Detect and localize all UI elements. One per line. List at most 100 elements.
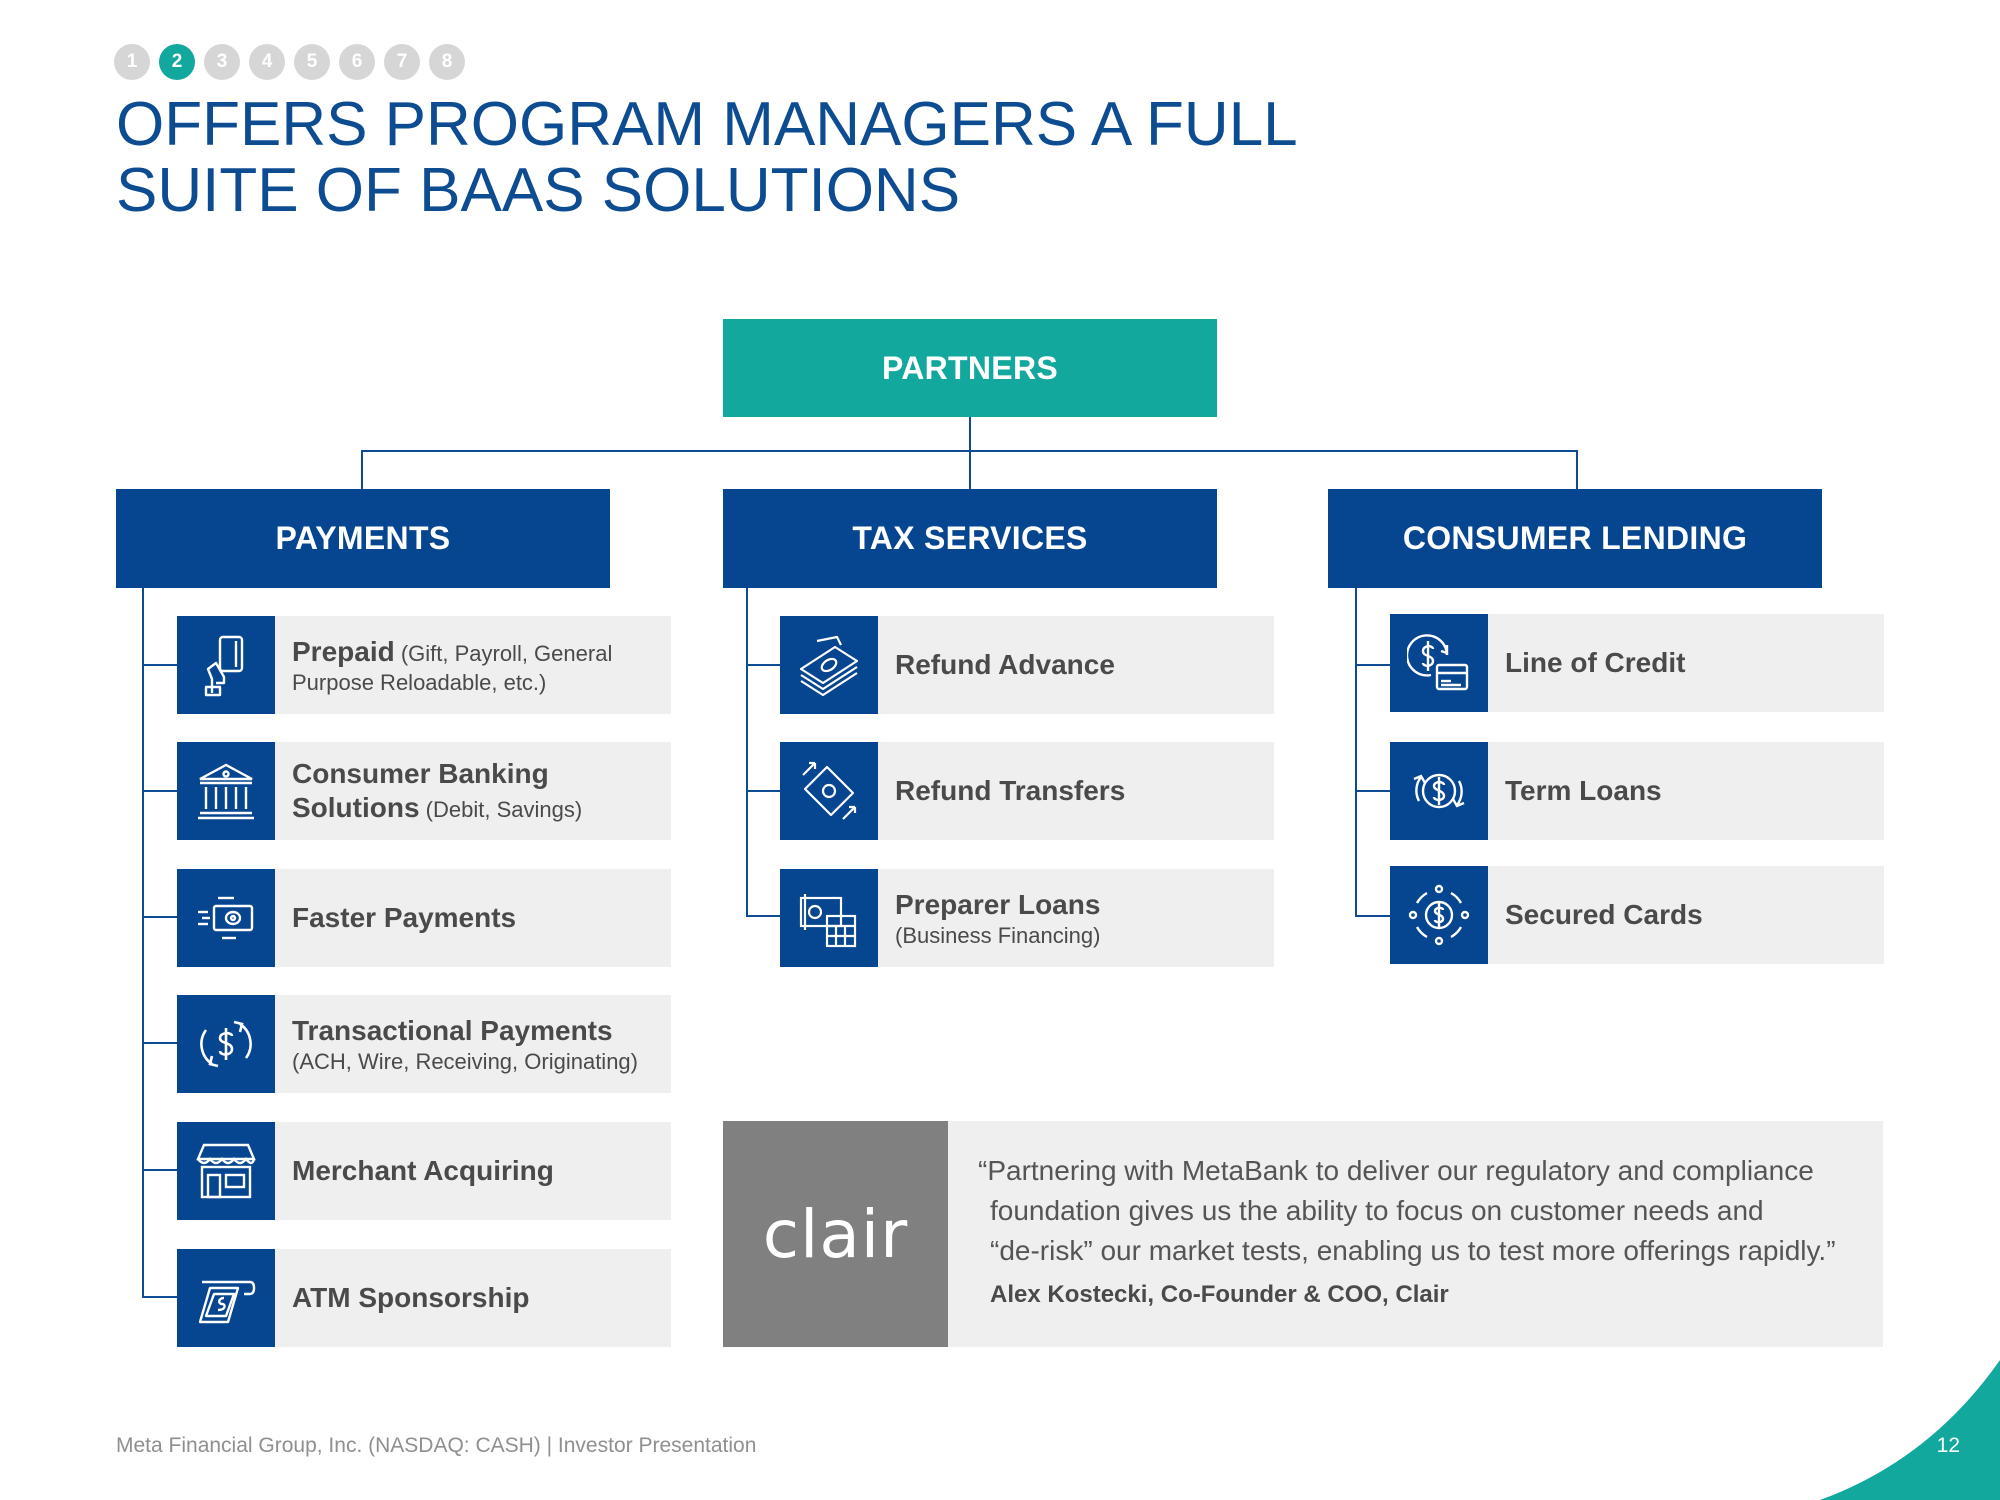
tax-branch (746, 790, 780, 792)
payments-item-merchant-acquiring: Merchant Acquiring (177, 1122, 671, 1220)
item-label: Transactional Payments (292, 1014, 613, 1046)
lending-branch (1355, 915, 1390, 917)
dollar-refresh-icon (1390, 742, 1488, 840)
quote-author: Alex Kostecki, Co-Founder & COO, Clair (990, 1281, 1449, 1308)
cash-stack-icon (780, 616, 878, 714)
item-label: Prepaid (292, 635, 395, 667)
partners-header: PARTNERS (723, 319, 1217, 417)
item-label: Secured Cards (1505, 899, 1703, 930)
payments-item-consumer-banking: Consumer Banking Solutions (Debit, Savin… (177, 742, 671, 840)
payments-header: PAYMENTS (116, 489, 610, 588)
tax-item-preparer-loans: Preparer Loans (Business Financing) (780, 869, 1274, 967)
title-line-2: SUITE OF BAAS SOLUTIONS (116, 156, 961, 225)
footer-text: Meta Financial Group, Inc. (NASDAQ: CASH… (116, 1434, 757, 1457)
storefront-icon (177, 1122, 275, 1220)
slide-dot-6[interactable]: 6 (339, 44, 375, 80)
slide-dot-5[interactable]: 5 (294, 44, 330, 80)
prepaid-text: Prepaid (Gift, Payroll, General Purpose … (275, 616, 671, 714)
line-of-credit-text: Line of Credit (1488, 614, 1884, 712)
refund-transfers-text: Refund Transfers (878, 742, 1274, 840)
payments-item-faster-payments: Faster Payments (177, 869, 671, 967)
clair-logo: clair (723, 1121, 948, 1347)
payments-branch (142, 664, 177, 666)
transactional-payments-text: Transactional Payments (ACH, Wire, Recei… (275, 995, 671, 1093)
item-label: Solutions (292, 792, 420, 823)
payments-item-atm-sponsorship: ATM Sponsorship (177, 1249, 671, 1347)
refund-advance-text: Refund Advance (878, 616, 1274, 714)
connector-payments-drop (361, 450, 363, 489)
consumer-banking-text: Consumer Banking Solutions (Debit, Savin… (275, 742, 671, 840)
item-label: Refund Transfers (895, 775, 1126, 806)
slide-dot-7[interactable]: 7 (384, 44, 420, 80)
quote-body: “Partnering with MetaBank to deliver our… (978, 1151, 1836, 1271)
page-number: 12 (1936, 1434, 1960, 1457)
faster-payments-text: Faster Payments (275, 869, 671, 967)
card-hand-icon (177, 616, 275, 714)
payments-branch (142, 1042, 177, 1044)
tax-branch (746, 664, 780, 666)
payments-branch (142, 916, 177, 918)
slide-dot-4[interactable]: 4 (249, 44, 285, 80)
corner-swoosh-decoration (1820, 1360, 2000, 1500)
slide-dot-1[interactable]: 1 (114, 44, 150, 80)
secured-cards-text: Secured Cards (1488, 866, 1884, 964)
item-label: Term Loans (1505, 775, 1662, 806)
quote-line-2: foundation gives us the ability to focus… (990, 1195, 1764, 1226)
item-label: ATM Sponsorship (292, 1282, 530, 1313)
dollar-network-icon (1390, 866, 1488, 964)
tax-branch (746, 915, 780, 917)
connector-partners-down (969, 417, 971, 489)
consumer-lending-header: CONSUMER LENDING (1328, 489, 1822, 588)
item-label: Preparer Loans (895, 888, 1101, 920)
payments-item-prepaid: Prepaid (Gift, Payroll, General Purpose … (177, 616, 671, 714)
calculator-money-icon (780, 869, 878, 967)
item-label: Consumer Banking (292, 758, 549, 789)
quote-text: “Partnering with MetaBank to deliver our… (948, 1121, 1856, 1347)
clair-logo-text: clair (762, 1195, 909, 1273)
quote-line-1: “Partnering with MetaBank to deliver our… (978, 1155, 1814, 1186)
lending-spine (1355, 588, 1357, 917)
payments-branch (142, 1296, 177, 1298)
page-title: OFFERS PROGRAM MANAGERS A FULL SUITE OF … (116, 92, 1516, 224)
preparer-loans-text: Preparer Loans (Business Financing) (878, 869, 1274, 967)
fast-money-icon (177, 869, 275, 967)
slide-dot-2-active[interactable]: 2 (159, 44, 195, 80)
dollar-cycle-icon (177, 995, 275, 1093)
merchant-acquiring-text: Merchant Acquiring (275, 1122, 671, 1220)
lending-item-line-of-credit: Line of Credit (1390, 614, 1884, 712)
tax-services-header: TAX SERVICES (723, 489, 1217, 588)
lending-branch (1355, 790, 1390, 792)
atm-sponsorship-text: ATM Sponsorship (275, 1249, 671, 1347)
item-label: Line of Credit (1505, 647, 1686, 678)
item-label: Merchant Acquiring (292, 1155, 554, 1186)
payments-branch (142, 1169, 177, 1171)
payments-spine (142, 588, 144, 1298)
item-detail: Purpose Reloadable, etc.) (292, 669, 547, 695)
tax-item-refund-advance: Refund Advance (780, 616, 1274, 714)
credit-line-icon (1390, 614, 1488, 712)
lending-branch (1355, 664, 1390, 666)
quote-line-3: “de-risk” our market tests, enabling us … (990, 1235, 1836, 1266)
term-loans-text: Term Loans (1488, 742, 1884, 840)
lending-item-term-loans: Term Loans (1390, 742, 1884, 840)
testimonial-quote: clair “Partnering with MetaBank to deliv… (723, 1121, 1883, 1347)
slide-dot-8[interactable]: 8 (429, 44, 465, 80)
slide-dot-3[interactable]: 3 (204, 44, 240, 80)
tax-spine (746, 588, 748, 917)
atm-cash-icon (177, 1249, 275, 1347)
item-detail: (Business Financing) (895, 922, 1101, 948)
payments-item-transactional: Transactional Payments (ACH, Wire, Recei… (177, 995, 671, 1093)
slide-nav-dots: 1 2 3 4 5 6 7 8 (114, 44, 465, 80)
title-line-1: OFFERS PROGRAM MANAGERS A FULL (116, 90, 1298, 159)
bank-icon (177, 742, 275, 840)
item-label: Refund Advance (895, 649, 1115, 680)
item-label: Faster Payments (292, 902, 517, 933)
item-detail: (Gift, Payroll, General (394, 640, 613, 666)
lending-item-secured-cards: Secured Cards (1390, 866, 1884, 964)
item-detail: (ACH, Wire, Receiving, Originating) (292, 1048, 638, 1074)
money-transfer-icon (780, 742, 878, 840)
connector-lending-drop (1576, 450, 1578, 489)
connector-horizontal (361, 450, 1578, 452)
tax-item-refund-transfers: Refund Transfers (780, 742, 1274, 840)
item-detail: (Debit, Savings) (419, 797, 583, 822)
